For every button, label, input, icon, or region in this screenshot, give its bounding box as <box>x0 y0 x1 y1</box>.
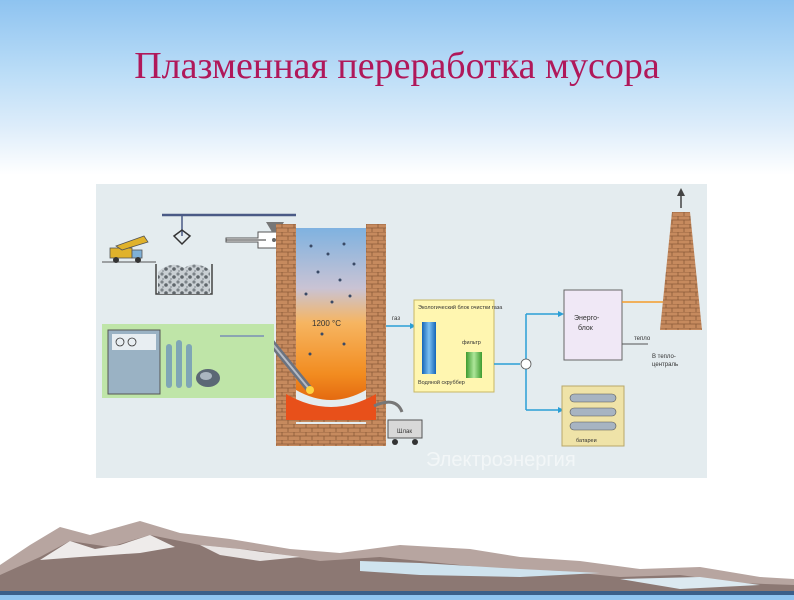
energy-block: Энерго- блок <box>564 290 622 360</box>
plasma-process-diagram: 1200 °C Шлак <box>96 184 707 478</box>
energy-block-line1: Энерго- <box>574 315 600 322</box>
control-cabinet <box>102 324 274 398</box>
temperature-label: 1200 °C <box>312 319 341 328</box>
gas-label: газ <box>392 316 400 322</box>
heat-label: тепло <box>634 336 651 342</box>
slide-title: Плазменная переработка мусора <box>0 44 794 88</box>
furnace: 1200 °C <box>266 224 386 446</box>
battery-block: батареи <box>562 386 624 446</box>
mountain-decoration <box>0 505 794 600</box>
to-plant-line1: В тепло- <box>652 354 676 360</box>
valve-icon <box>521 359 531 369</box>
to-plant-line2: централь <box>652 362 678 368</box>
energy-block-line2: блок <box>578 324 594 332</box>
battery-label: батареи <box>576 438 597 444</box>
scrubber-label: Водяной скруббер <box>418 379 465 386</box>
cleaning-block-label: Экологический блок очистки газа <box>418 304 503 311</box>
waste-bin <box>156 264 212 294</box>
slag-label: Шлак <box>397 429 412 435</box>
filter-label: фильтр <box>462 340 481 346</box>
gas-cleaning-block: Экологический блок очистки газа фильтр В… <box>414 300 503 392</box>
watermark-text: Электроэнергия <box>426 449 576 471</box>
